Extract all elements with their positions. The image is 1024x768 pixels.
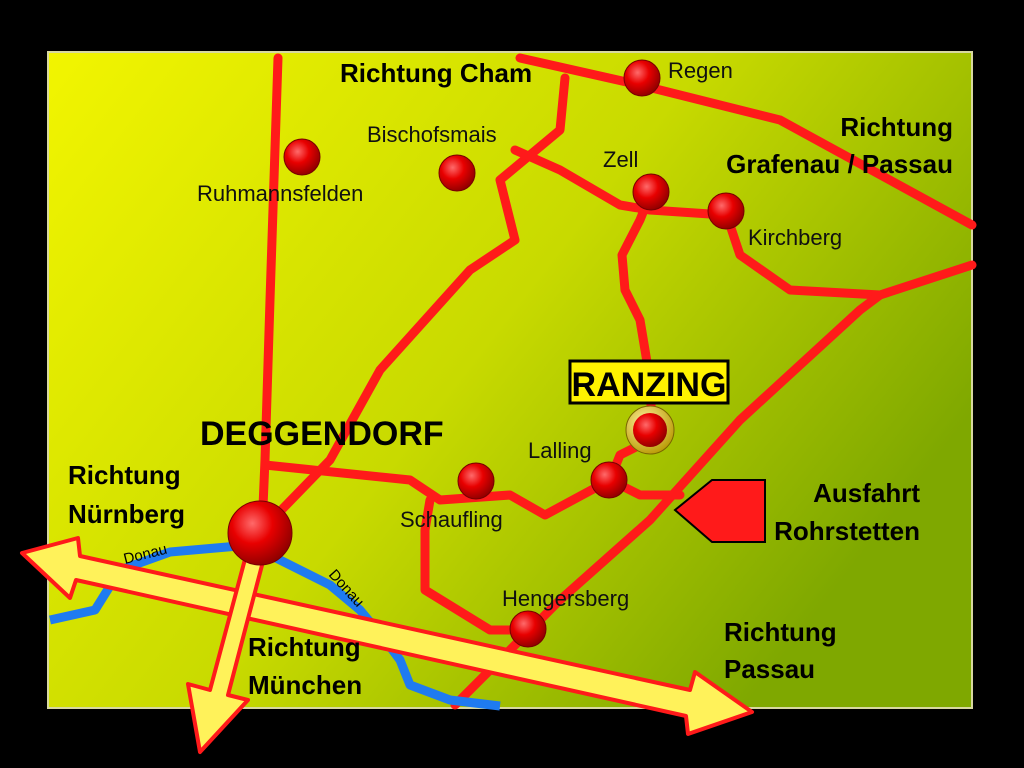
label-kirchberg: Kirchberg — [748, 225, 842, 250]
marker-deggendorf — [227, 500, 293, 566]
exit-pointer-icon — [673, 479, 766, 543]
label-richtung-muenchen-1: Richtung — [248, 632, 361, 662]
label-richtung-grafenau-1: Richtung — [840, 112, 953, 142]
motorway — [20, 536, 754, 754]
ranzing-label-box — [568, 359, 730, 405]
label-bischofsmais: Bischofsmais — [367, 122, 497, 147]
motorway-east-west-arrow — [20, 536, 754, 736]
label-richtung-passau-2: Passau — [724, 654, 815, 684]
marker-ruhmannsfelden — [283, 138, 321, 176]
label-richtung-cham: Richtung Cham — [340, 58, 532, 88]
marker-schaufling — [457, 462, 495, 500]
marker-lalling — [590, 461, 628, 499]
label-zell: Zell — [603, 147, 638, 172]
marker-kirchberg — [707, 192, 745, 230]
marker-regen — [623, 59, 661, 97]
label-schaufling: Schaufling — [400, 507, 503, 532]
label-ruhmannsfelden: Ruhmannsfelden — [197, 181, 363, 206]
marker-bischofsmais — [438, 154, 476, 192]
label-richtung-muenchen-2: München — [248, 670, 362, 700]
label-ranzing: RANZING — [572, 366, 727, 404]
label-ausfahrt-2: Rohrstetten — [774, 516, 920, 546]
label-richtung-grafenau-2: Grafenau / Passau — [726, 149, 953, 179]
marker-hengersberg — [509, 610, 547, 648]
label-richtung-nuernberg-2: Nürnberg — [68, 499, 185, 529]
motorway-south-arrow — [186, 546, 268, 754]
place-markers — [227, 59, 745, 648]
label-lalling: Lalling — [528, 438, 592, 463]
label-ausfahrt-1: Ausfahrt — [813, 478, 920, 508]
marker-ranzing — [633, 413, 667, 447]
label-hengersberg: Hengersberg — [502, 586, 629, 611]
map-labels: Richtung Cham Regen Bischofsmais Ruhmann… — [68, 58, 953, 700]
marker-zell — [632, 173, 670, 211]
label-richtung-passau-1: Richtung — [724, 617, 837, 647]
label-regen: Regen — [668, 58, 733, 83]
label-richtung-nuernberg-1: Richtung — [68, 460, 181, 490]
label-deggendorf: DEGGENDORF — [200, 415, 444, 453]
